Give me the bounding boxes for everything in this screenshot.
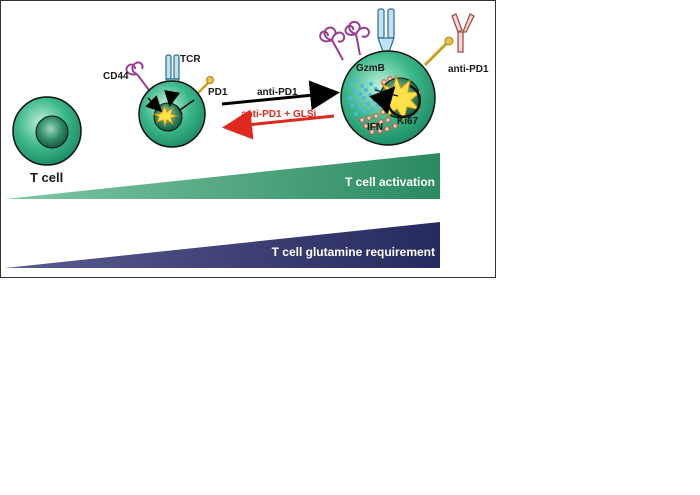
anti-pd1-antibody-label: anti-PD1 (448, 64, 489, 75)
glutamine-wedge-label: T cell glutamine requirement (272, 245, 435, 259)
glutamine-wedge (5, 222, 440, 268)
activation-burst-icon (152, 104, 179, 128)
tcr-label: TCR (180, 54, 201, 65)
activation-wedge-label: T cell activation (345, 175, 435, 189)
cd44-receptor-large (319, 20, 371, 61)
gzmb-label: GzmB (356, 63, 385, 74)
forward-arrow (221, 80, 340, 111)
stimulated-t-cell (125, 54, 214, 148)
activated-t-cell (319, 8, 475, 146)
backward-arrow-label: anti-PD1 + GLSi (241, 109, 317, 120)
cd44-label: CD44 (103, 71, 129, 82)
pd1-receptor-large (423, 36, 454, 67)
ki67-label: Ki67 (397, 116, 419, 127)
t-cell-label: T cell (30, 170, 63, 185)
activation-wedge (5, 153, 440, 199)
backward-arrow (222, 109, 335, 140)
naive-t-cell (12, 96, 82, 166)
ifn-label: IFN (367, 122, 383, 133)
cell-cycle-icon (369, 84, 422, 118)
forward-arrow-label: anti-PD1 (257, 87, 298, 98)
anti-pd1-antibody-icon (451, 13, 475, 53)
tcr-receptor-large (377, 8, 395, 53)
pd1-label: PD1 (208, 87, 228, 98)
